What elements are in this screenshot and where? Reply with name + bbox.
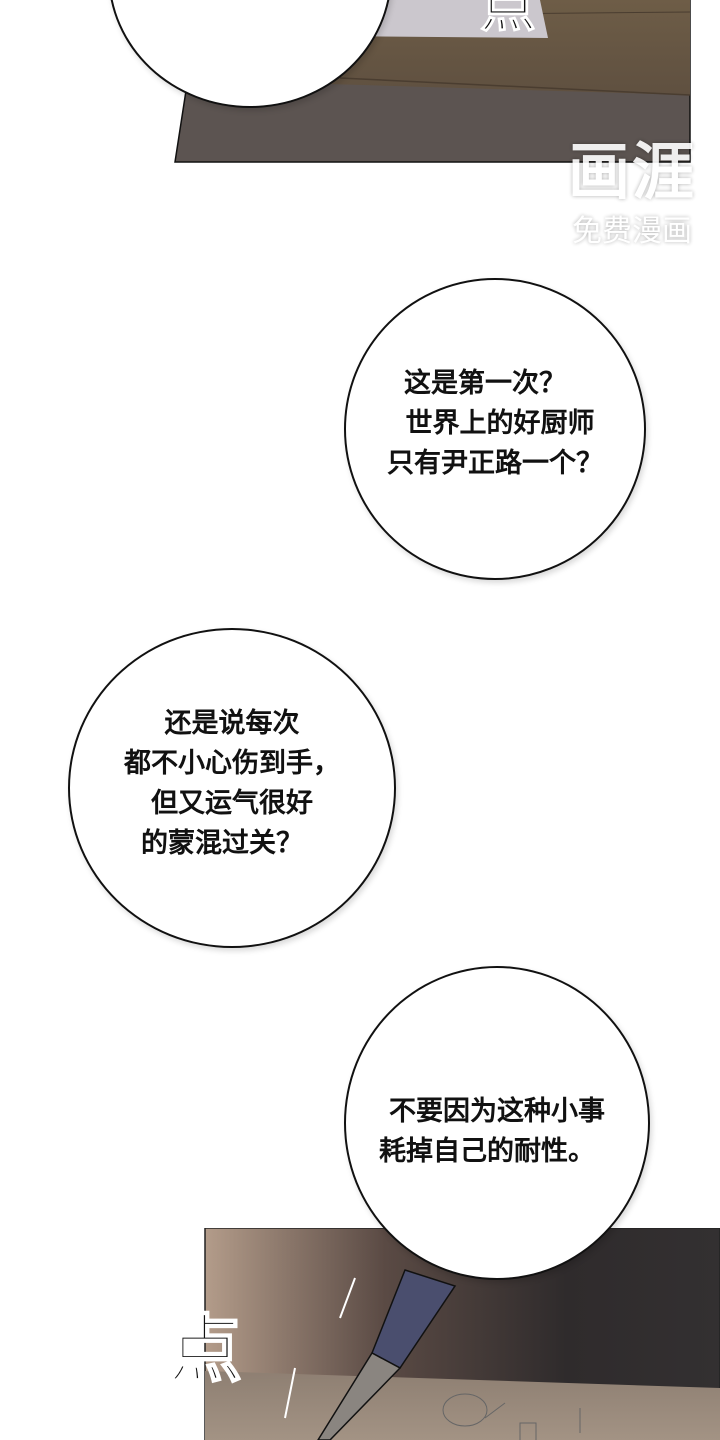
watermark-subtitle: 免费漫画 (572, 214, 692, 249)
speech-bubble-3: 不要因为这种小事 耗掉自己的耐性。 (344, 966, 650, 1280)
bubble-line: 的蒙混过关？ (141, 828, 303, 859)
bubble-line: 世界上的好厨师 (405, 408, 595, 439)
sound-effect-bottom: 点 (167, 1306, 243, 1394)
bubble-line: 但又运气很好 (151, 788, 313, 819)
bubble-line: 不要因为这种小事 (389, 1096, 605, 1127)
bubble-line: 这是第一次？ (404, 368, 566, 399)
bubble-line: 耗掉自己的耐性。 (379, 1136, 595, 1167)
sound-effect-top: 点 (480, 0, 537, 41)
bubble-line: 都不小心伤到手， (124, 748, 340, 779)
speech-bubble-1: 这是第一次？ 世界上的好厨师 只有尹正路一个？ (344, 278, 646, 580)
bottom-panel: 点 (0, 1228, 720, 1440)
bubble-line: 只有尹正路一个？ (387, 448, 603, 479)
pencil-sketch (442, 1393, 581, 1440)
pen-icon (317, 1269, 457, 1440)
bubble-line: 还是说每次 (164, 708, 300, 739)
top-panel: 点 (0, 0, 720, 170)
watermark-logo: 画涯 (567, 135, 696, 208)
bottom-panel-art (204, 1228, 720, 1440)
watermark: 画涯 免费漫画 (552, 132, 712, 252)
motion-lines (284, 1277, 356, 1419)
speech-bubble-2: 还是说每次 都不小心伤到手， 但又运气很好 的蒙混过关？ (68, 628, 396, 948)
